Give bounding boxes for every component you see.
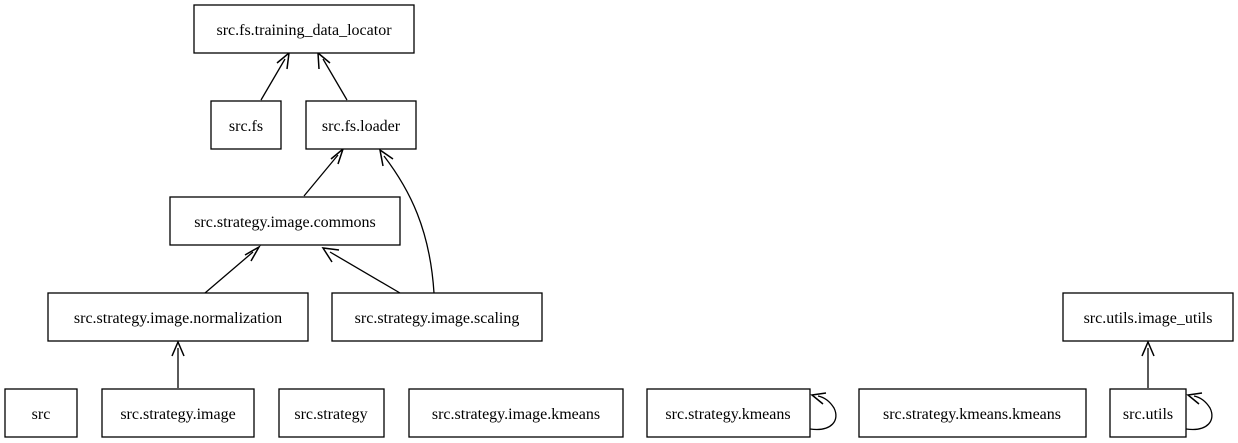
node-label: src.strategy.image.scaling <box>355 310 520 327</box>
node-label: src <box>32 406 51 423</box>
node-label: src.strategy.kmeans <box>665 406 790 423</box>
node-label: src.strategy.image.normalization <box>74 310 282 327</box>
node-strategy-kmeans[interactable]: src.strategy.kmeans <box>646 388 811 438</box>
node-label: src.strategy <box>294 406 367 423</box>
node-label: src.strategy.image <box>120 406 235 423</box>
node-label: src.strategy.image.commons <box>194 214 376 231</box>
edge-utils-self-loop <box>1185 392 1213 431</box>
edge-scaling-to-loader <box>378 148 435 294</box>
edge-normalization-to-commons <box>204 244 262 294</box>
node-kmeans-kmeans[interactable]: src.strategy.kmeans.kmeans <box>858 388 1087 438</box>
nodes: src.fs.training_data_locator src.fs src.… <box>4 4 1234 438</box>
node-image-utils[interactable]: src.utils.image_utils <box>1062 292 1234 342</box>
edge-utils-to-image-utils <box>1141 340 1155 388</box>
node-strategy[interactable]: src.strategy <box>278 388 385 438</box>
edge-fs-to-training-data-locator <box>260 51 290 101</box>
node-image-scaling[interactable]: src.strategy.image.scaling <box>331 292 543 342</box>
node-label: src.utils <box>1123 406 1173 423</box>
edge-commons-to-loader <box>303 146 345 197</box>
node-label: src.fs.loader <box>322 118 401 135</box>
edge-strategy-image-to-normalization <box>171 340 185 388</box>
node-image-kmeans[interactable]: src.strategy.image.kmeans <box>408 388 624 438</box>
edges <box>171 51 1213 431</box>
edge-scaling-to-commons <box>321 247 401 294</box>
node-utils[interactable]: src.utils <box>1109 388 1187 438</box>
node-label: src.strategy.image.kmeans <box>432 406 600 423</box>
node-src-fs-loader[interactable]: src.fs.loader <box>305 100 417 150</box>
node-label: src.strategy.kmeans.kmeans <box>883 406 1061 423</box>
node-label: src.fs <box>229 118 263 135</box>
node-image-normalization[interactable]: src.strategy.image.normalization <box>47 292 309 342</box>
node-src-fs[interactable]: src.fs <box>210 100 282 150</box>
node-training-data-locator[interactable]: src.fs.training_data_locator <box>193 4 415 54</box>
node-label: src.fs.training_data_locator <box>216 22 392 39</box>
edge-strategy-kmeans-self-loop <box>809 392 837 431</box>
node-strategy-image[interactable]: src.strategy.image <box>101 388 255 438</box>
node-image-commons[interactable]: src.strategy.image.commons <box>169 196 401 246</box>
edge-loader-to-training-data-locator <box>317 51 348 101</box>
node-src[interactable]: src <box>4 388 78 438</box>
node-label: src.utils.image_utils <box>1084 310 1213 327</box>
